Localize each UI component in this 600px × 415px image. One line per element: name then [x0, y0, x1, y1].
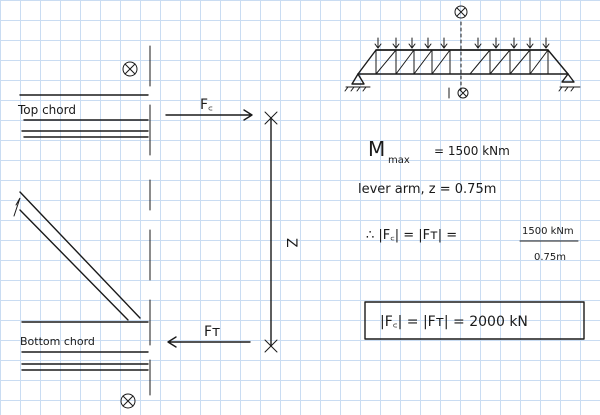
roller-support-icon	[561, 73, 575, 83]
lever-arm-label: Z	[283, 238, 299, 248]
section-cut-mark-top-icon	[122, 61, 138, 77]
lever-arm-equation: lever arm, z = 0.75m	[358, 182, 496, 197]
ft-label: Fᴛ	[204, 324, 220, 340]
load-arrows	[374, 37, 550, 49]
result-equation: |F꜀| = |Fᴛ| = 2000 kN	[380, 314, 528, 330]
force-ratio-lhs: ∴ |F꜀| = |Fᴛ| =	[366, 228, 457, 243]
pin-support-icon	[351, 73, 365, 85]
truss-elevation	[344, 5, 581, 99]
diagonal-web-member	[19, 191, 141, 319]
ft-arrow-icon	[167, 336, 251, 348]
mmax-value: = 1500 kNm	[434, 144, 510, 158]
fc-label: F꜀	[200, 97, 213, 113]
section-view	[13, 45, 278, 409]
truss-end-posts	[357, 49, 569, 75]
result-box	[364, 301, 585, 340]
force-ratio-numerator: 1500 kNm	[522, 226, 574, 237]
section-mark-bottom-icon	[457, 87, 469, 99]
force-ratio-denominator: 0.75m	[534, 252, 566, 263]
section-cut-mark-bottom-icon	[120, 393, 136, 409]
section-mark-top-icon	[454, 5, 468, 19]
bottom-chord-label: Bottom chord	[20, 335, 95, 348]
fc-arrow-icon	[165, 109, 253, 121]
truss-web-members	[375, 49, 549, 75]
mmax-symbol: M	[368, 137, 385, 161]
mmax-subscript: max	[388, 155, 410, 166]
top-chord-label: Top chord	[17, 103, 76, 117]
